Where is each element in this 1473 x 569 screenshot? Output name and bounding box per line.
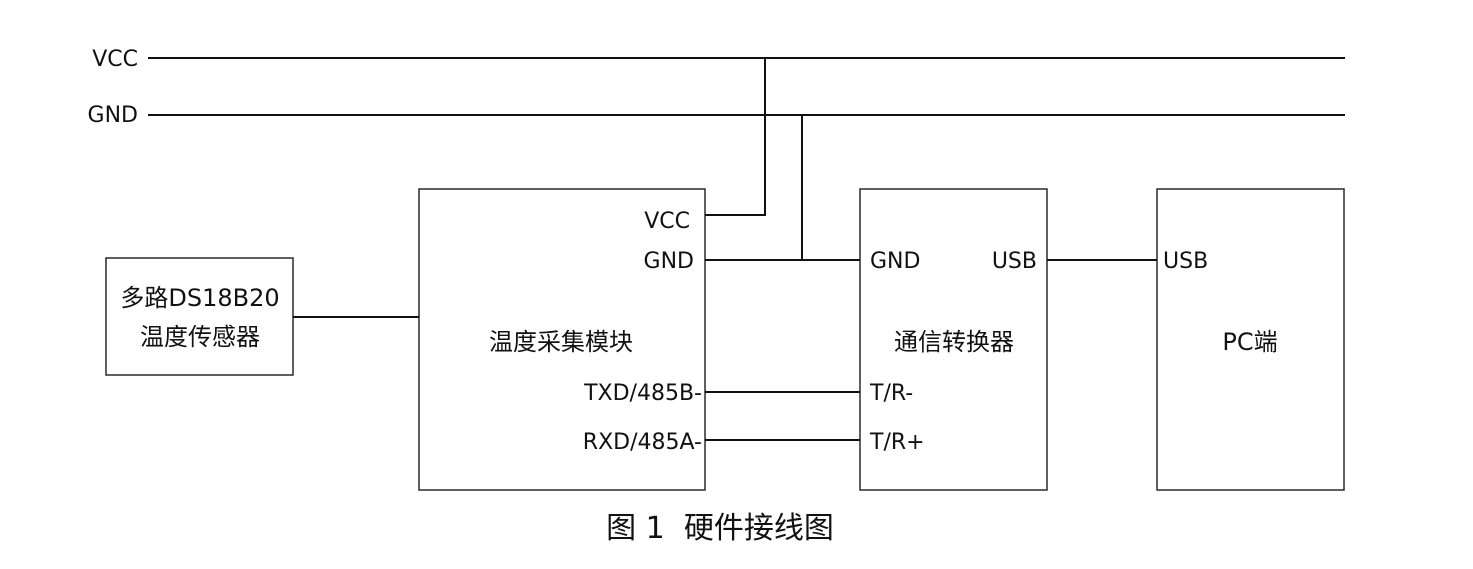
pc-pin-usb: USB [1163,249,1208,274]
converter-pin-tr-minus: T/R- [869,381,913,406]
vcc-wire [705,58,766,216]
converter-pin-gnd: GND [870,249,920,274]
converter-title: 通信转换器 [894,328,1014,356]
gnd-rail-label: GND [88,103,138,128]
module-pin-vcc: VCC [644,209,690,234]
converter-block [859,188,1048,491]
module-title: 温度采集模块 [489,328,633,356]
converter-pin-usb: USB [992,249,1037,274]
module-pin-rxd: RXD/485A- [583,430,702,455]
pc-block [1156,188,1345,491]
sensor-label-line2: 温度传感器 [140,323,260,351]
sensor-block [105,257,294,376]
figure-caption: 图 1 硬件接线图 [606,511,834,546]
module-pin-gnd: GND [644,249,694,274]
sensor-label-line1: 多路DS18B20 [120,284,279,312]
module-pin-txd: TXD/485B- [583,381,702,406]
converter-pin-tr-plus: T/R+ [869,430,925,455]
vcc-rail-label: VCC [92,47,138,72]
pc-title: PC端 [1222,328,1277,356]
acquisition-module-block [418,188,706,491]
